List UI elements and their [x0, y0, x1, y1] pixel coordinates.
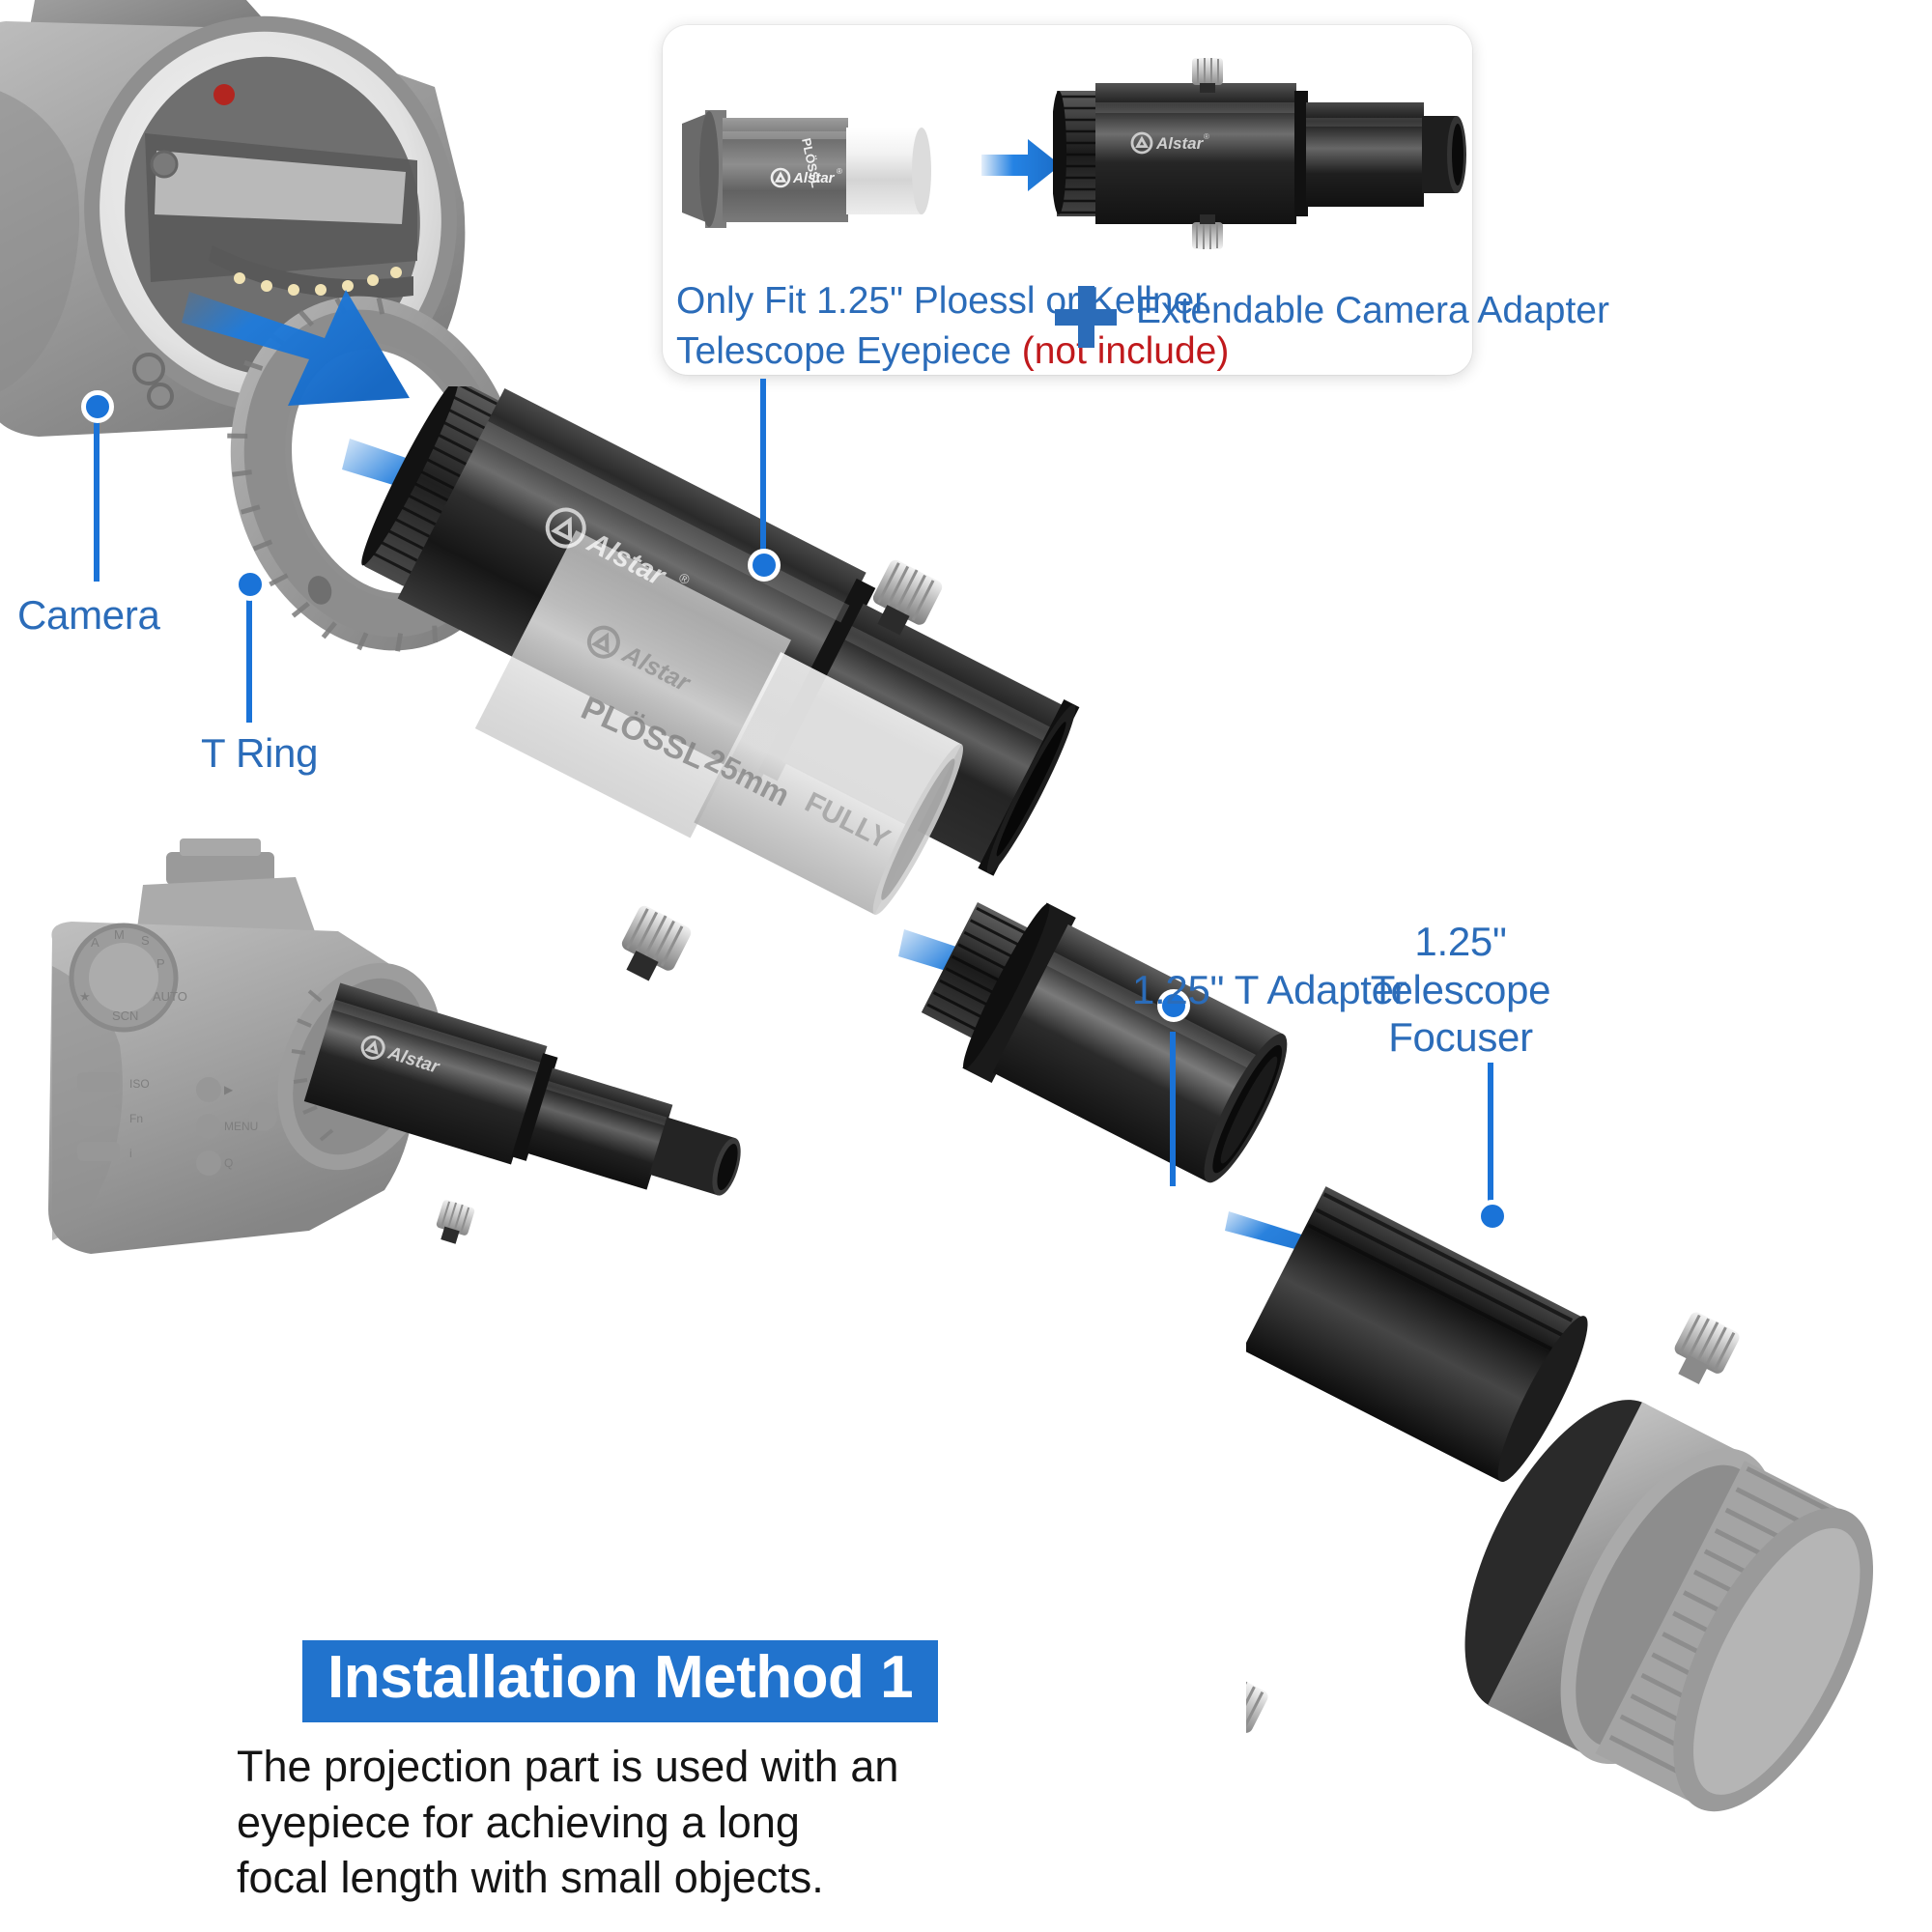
svg-text:M: M — [114, 927, 125, 942]
t-adapter-illustration — [921, 901, 1288, 1183]
svg-text:★: ★ — [79, 989, 91, 1004]
svg-text:ISO: ISO — [129, 1077, 150, 1091]
svg-text:i: i — [129, 1147, 132, 1160]
svg-text:A: A — [91, 935, 99, 950]
svg-text:▶: ▶ — [224, 1083, 234, 1096]
telescope-focuser-illustration — [1246, 1186, 1874, 1812]
thumbscrew-lower-icon — [621, 905, 692, 981]
svg-text:SCN: SCN — [112, 1009, 138, 1023]
installation-method-description: The projection part is used with an eyep… — [237, 1742, 899, 1903]
focuser-thumbscrew-bottom-icon — [1246, 1671, 1268, 1733]
svg-text:®: ® — [1204, 132, 1209, 141]
eyepiece-caption-line2: Telescope Eyepiece (not include) — [676, 327, 1229, 377]
eyepiece-caption-line2-text: Telescope Eyepiece — [676, 330, 1022, 372]
not-include-note: (not include) — [1021, 330, 1230, 372]
label-telescope-focuser: 1.25" Telescope Focuser — [1370, 919, 1551, 1061]
svg-text:Q: Q — [224, 1156, 233, 1170]
leader-line-eyepiece — [760, 379, 766, 551]
svg-text:®: ® — [837, 167, 842, 176]
svg-text:Alstar: Alstar — [792, 170, 836, 186]
svg-text:MENU: MENU — [224, 1120, 258, 1133]
card-thumbscrew-top-icon — [1192, 58, 1223, 93]
installation-method-title: Installation Method 1 — [327, 1644, 914, 1711]
callout-caption-block: Only Fit 1.25" Ploessl or Kellner Telesc… — [676, 276, 1468, 373]
extendable-adapter-caption: Extendable Camera Adapter — [1136, 290, 1609, 331]
leader-dot-t-adapter[interactable] — [1157, 989, 1190, 1022]
label-camera: Camera — [17, 592, 160, 638]
installation-method-title-bar: Installation Method 1 — [302, 1640, 939, 1722]
svg-text:S: S — [141, 933, 150, 948]
svg-text:Alstar: Alstar — [1155, 134, 1205, 153]
leader-line-t-ring — [246, 587, 252, 723]
leader-line-t-adapter — [1170, 1032, 1176, 1186]
ghost-eyepiece-overlay: PLÖSSL 25mm FULLY Alstar — [474, 530, 963, 915]
leader-dot-camera[interactable] — [81, 390, 114, 423]
svg-text:P: P — [156, 956, 165, 971]
plossl-eyepiece-illustration: PLÖSSL Alstar ® — [682, 110, 931, 228]
svg-text:AUTO: AUTO — [153, 989, 187, 1004]
label-t-ring: T Ring — [201, 730, 319, 776]
inset-thumbscrew-icon — [436, 1200, 475, 1244]
svg-text:Fn: Fn — [129, 1112, 143, 1125]
leader-dot-eyepiece[interactable] — [748, 549, 781, 582]
eyepiece-caption-line1: Only Fit 1.25" Ploessl or Kellner — [676, 280, 1208, 322]
card-thumbscrew-bottom-icon — [1192, 214, 1223, 249]
label-t-adapter: 1.25" T Adapter — [1132, 967, 1407, 1012]
leader-dot-focuser[interactable] — [1476, 1200, 1509, 1233]
leader-dot-t-ring[interactable] — [234, 568, 267, 601]
focuser-thumbscrew-top-icon — [1674, 1312, 1740, 1385]
leader-line-focuser — [1488, 1063, 1493, 1206]
inset-adapter-illustration: Alstar — [303, 982, 741, 1244]
leader-line-camera — [94, 408, 99, 582]
arrow-camera-to-tring-icon — [182, 290, 410, 406]
plus-icon — [1055, 286, 1117, 348]
card-arrow-icon — [981, 139, 1061, 191]
card-adapter-illustration: Alstar ® — [1053, 58, 1466, 249]
thumbscrew-upper-icon — [872, 559, 943, 636]
